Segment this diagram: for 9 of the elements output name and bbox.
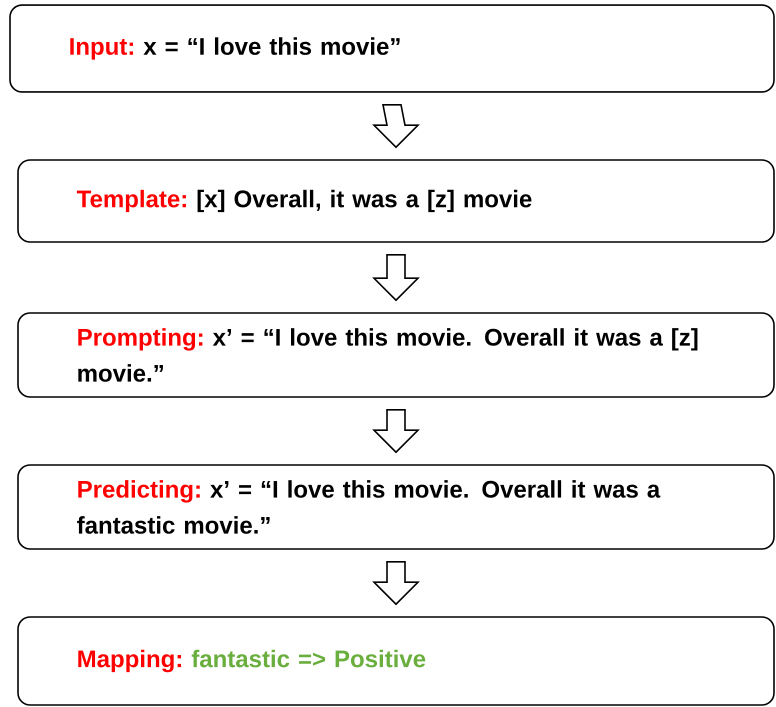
hollow-arrow [372, 104, 420, 148]
hollow-arrow [372, 254, 420, 302]
process-box: Input: x = “I love this movie” [9, 4, 775, 93]
process-box: Template: [x] Overall, it was a [z] movie [17, 159, 775, 243]
process-box: Prompting: x’ = “I love this movie. Overall it was a [z] movie.” [17, 312, 775, 398]
hollow-arrow [372, 561, 420, 606]
process-box: Mapping: fantastic => Positive [17, 616, 775, 706]
process-box: Predicting: x’ = “I love this movie. Overall it was a fantastic movie.” [17, 464, 775, 550]
hollow-arrow [372, 409, 420, 454]
